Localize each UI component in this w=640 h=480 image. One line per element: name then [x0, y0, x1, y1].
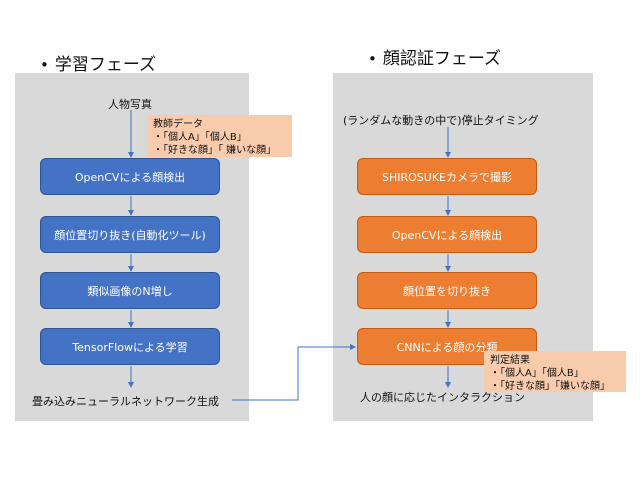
recognition-step-face-detection: OpenCVによる顔検出 [357, 216, 537, 253]
bullet-icon: • [40, 56, 49, 74]
arrow-connector [232, 344, 356, 401]
recognition-start-label: (ランダムな動きの中で)停止タイミング [343, 114, 539, 127]
learning-phase-title: •学習フェーズ [40, 55, 157, 75]
learning-output-label: 畳み込みニューラルネットワーク生成 [32, 395, 219, 408]
learning-step-face-crop: 顔位置切り抜き(自動化ツール) [40, 216, 220, 253]
recognition-step-face-crop: 顔位置を切り抜き [357, 272, 537, 309]
recognition-step-classification: CNNによる顔の分類 [357, 328, 537, 365]
learning-step-face-detection: OpenCVによる顔検出 [40, 158, 220, 195]
learning-step-augmentation: 類似画像のN増し [40, 272, 220, 309]
recognition-output-label: 人の顔に応じたインタラクション [360, 391, 525, 404]
teacher-data-note: 教師データ ・「個人A」「個人B」 ・「好きな顔」「 嫌いな顔」 [147, 115, 292, 157]
learning-start-label: 人物写真 [108, 98, 152, 111]
teacher-data-line: ・「好きな顔」「 嫌いな顔」 [153, 145, 277, 156]
judgment-result-line: ・「個人A」「個人B」 [490, 368, 584, 379]
recognition-step-capture: SHIROSUKEカメラで撮影 [357, 158, 537, 195]
learning-step-training: TensorFlowによる学習 [40, 328, 220, 365]
judgment-result-title: 判定結果 [490, 355, 530, 366]
teacher-data-line: ・「個人A」「個人B」 [153, 132, 247, 143]
teacher-data-title: 教師データ [153, 119, 203, 130]
recognition-phase-title: •顔認証フェーズ [368, 49, 502, 69]
judgment-result-line: ・「好きな顔」「嫌いな顔」 [490, 381, 610, 392]
judgment-result-note: 判定結果 ・「個人A」「個人B」 ・「好きな顔」「嫌いな顔」 [484, 351, 626, 392]
bullet-icon: • [368, 50, 377, 68]
